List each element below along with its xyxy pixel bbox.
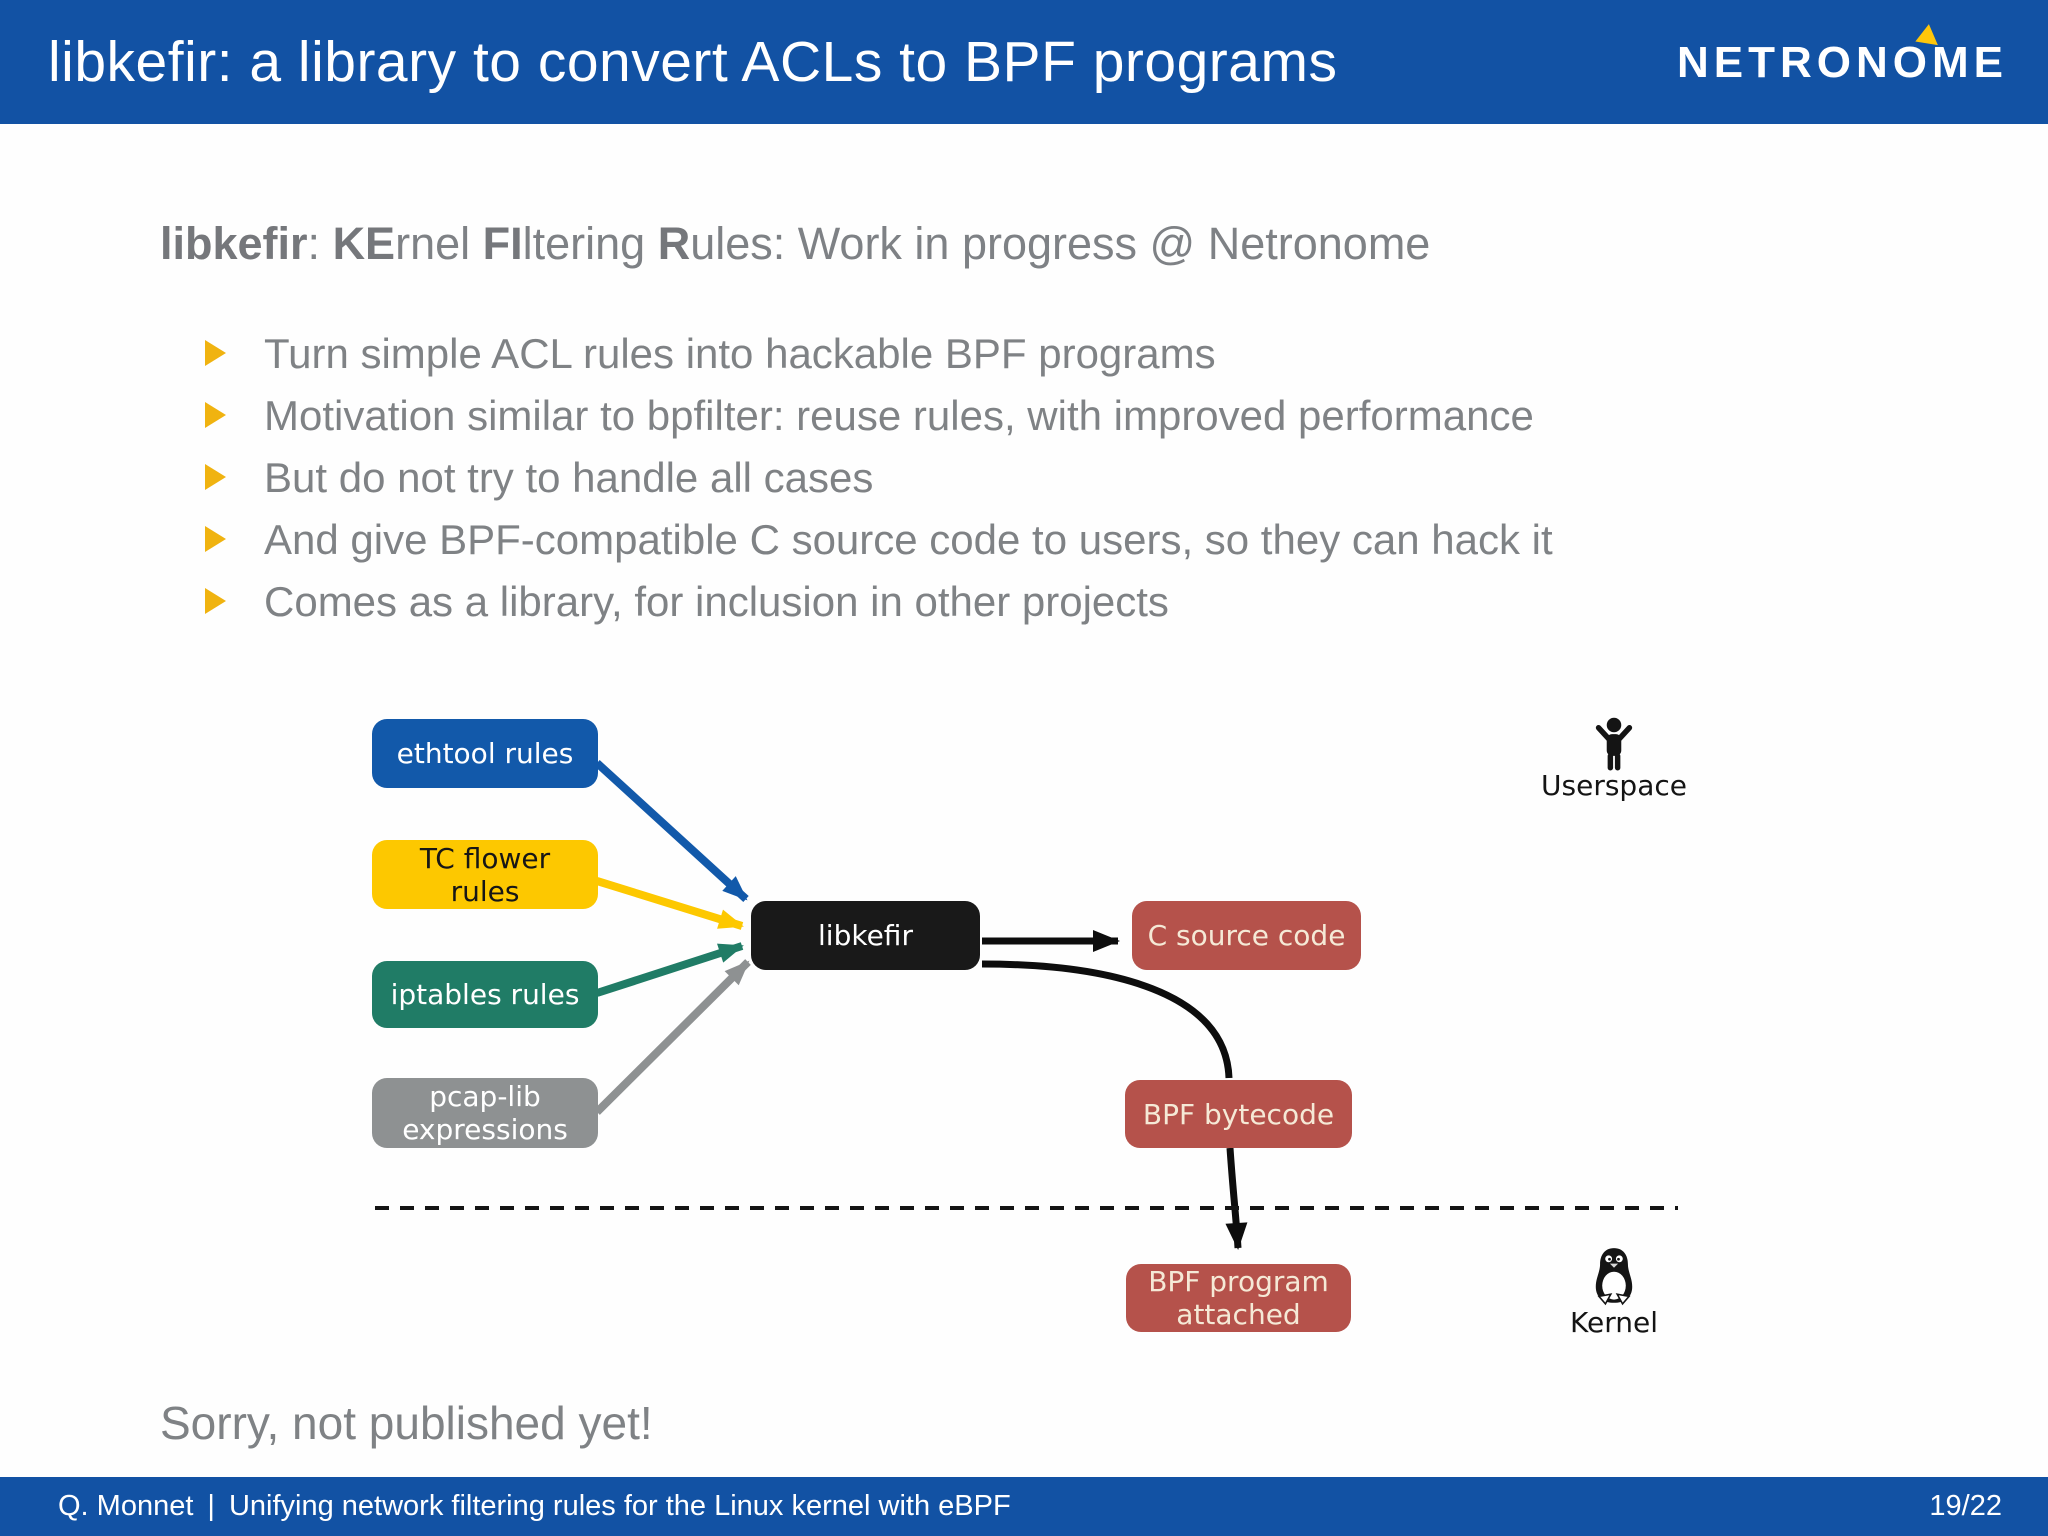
- body-heading: libkefir: KErnel FIltering Rules: Work i…: [160, 218, 1430, 270]
- bullet-triangle-icon: [205, 526, 226, 552]
- bullet-text: And give BPF-compatible C source code to…: [264, 516, 1553, 563]
- logo-o: O: [1893, 24, 1945, 88]
- node-tc-flower-rules: TC flower rules: [372, 840, 598, 909]
- node-iptables-rules: iptables rules: [372, 961, 598, 1028]
- heading-bold-4: R: [657, 218, 691, 269]
- bullet-text: Comes as a library, for inclusion in oth…: [264, 578, 1169, 625]
- logo-text-left: NETRON: [1676, 38, 1893, 87]
- logo-text-right: ME: [1932, 38, 2008, 87]
- slide-title: libkefir: a library to convert ACLs to B…: [48, 30, 1338, 94]
- footer-presentation-title: Unifying network filtering rules for the…: [228, 1490, 1011, 1522]
- node-c-source-code: C source code: [1132, 901, 1361, 970]
- bullet-item: Turn simple ACL rules into hackable BPF …: [205, 330, 1553, 377]
- node-label: pcap-lib: [429, 1080, 541, 1113]
- bullet-triangle-icon: [205, 464, 226, 490]
- bullet-text: But do not try to handle all cases: [264, 454, 874, 501]
- heading-regular-1: :: [307, 218, 333, 269]
- node-bpf-bytecode: BPF bytecode: [1125, 1080, 1352, 1148]
- node-label: iptables rules: [390, 978, 580, 1011]
- bullet-list: Turn simple ACL rules into hackable BPF …: [205, 330, 1553, 625]
- header-bar: libkefir: a library to convert ACLs to B…: [0, 0, 2048, 124]
- heading-regular-2: rnel: [395, 218, 483, 269]
- node-label-line2: rules: [450, 874, 520, 908]
- node-libkefir: libkefir: [751, 901, 980, 970]
- node-label-line2: expressions: [402, 1113, 568, 1146]
- arrow-iptables-to-libkefir: [595, 942, 744, 997]
- userspace-label: Userspace: [1541, 769, 1687, 802]
- node-label: BPF program: [1148, 1265, 1329, 1298]
- heading-bold-1: libkefir: [160, 218, 308, 269]
- heading-bold-3: FI: [482, 218, 523, 269]
- arrow-ethtool-to-libkefir: [594, 760, 749, 902]
- bullet-item: But do not try to handle all cases: [205, 454, 1553, 501]
- node-label: libkefir: [818, 919, 913, 952]
- heading-regular-3: ltering: [522, 218, 658, 269]
- node-pcaplib-expressions: pcap-lib expressions: [372, 1078, 598, 1148]
- footer-separator: |: [207, 1490, 215, 1522]
- node-label: TC flower: [419, 841, 551, 875]
- bullet-item: Motivation similar to bpfilter: reuse ru…: [205, 392, 1553, 439]
- node-bpf-program-attached: BPF program attached: [1126, 1264, 1351, 1332]
- kernel-tux-icon: [1595, 1248, 1633, 1306]
- arrow-pcap-to-libkefir: [594, 959, 751, 1115]
- footer-page-number: 19/22: [1929, 1490, 2002, 1522]
- bullet-item: And give BPF-compatible C source code to…: [205, 516, 1553, 563]
- bullet-item: Comes as a library, for inclusion in oth…: [205, 578, 1553, 625]
- userspace-person-icon: [1595, 717, 1633, 771]
- bullet-triangle-icon: [205, 340, 226, 366]
- bullet-triangle-icon: [205, 588, 226, 614]
- heading-bold-2: KE: [332, 218, 396, 269]
- kernel-label: Kernel: [1570, 1306, 1658, 1339]
- arrow-tcflower-to-libkefir: [595, 877, 744, 930]
- footer-bar: Q. Monnet | Unifying network filtering r…: [0, 1477, 2048, 1536]
- arrow-bytecode-to-attached: [1225, 1147, 1248, 1250]
- node-label: BPF bytecode: [1142, 1097, 1335, 1131]
- bullet-triangle-icon: [205, 402, 226, 428]
- bullet-text: Motivation similar to bpfilter: reuse ru…: [264, 392, 1534, 439]
- footer-left: Q. Monnet | Unifying network filtering r…: [58, 1490, 1011, 1523]
- node-label: ethtool rules: [396, 737, 574, 770]
- heading-regular-4: ules: Work in progress @ Netronome: [690, 218, 1431, 269]
- note-text: Sorry, not published yet!: [160, 1397, 653, 1449]
- bullet-text: Turn simple ACL rules into hackable BPF …: [264, 330, 1216, 377]
- node-label-line2: attached: [1176, 1298, 1301, 1331]
- node-ethtool-rules: ethtool rules: [372, 719, 598, 788]
- node-label: C source code: [1147, 919, 1346, 952]
- curve-libkefir-to-bytecode: [981, 960, 1233, 1079]
- footer-author: Q. Monnet: [58, 1490, 194, 1522]
